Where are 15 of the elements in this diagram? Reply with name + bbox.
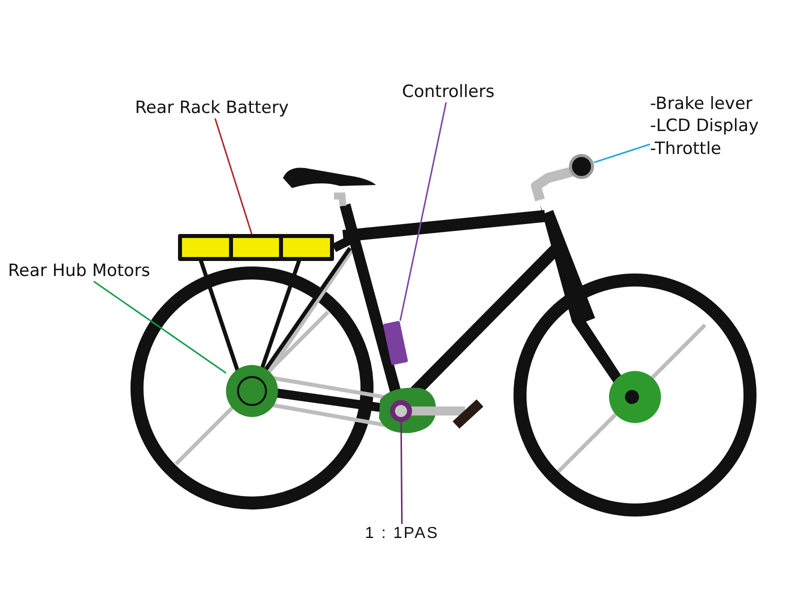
rear-hub-motor: [226, 365, 278, 417]
part-label: -Throttle: [650, 138, 722, 160]
leader-line: [93, 280, 226, 374]
part-label: Controllers: [402, 82, 494, 102]
handlebar-grip: [569, 154, 594, 179]
leader-line: [214, 118, 252, 234]
part-label: -Brake lever: [650, 94, 754, 114]
leader-line: [400, 422, 403, 524]
part-label: 1 : 1PAS: [365, 524, 439, 544]
battery-pack: [178, 234, 334, 261]
part-label: Rear Hub Motors: [8, 261, 150, 282]
part-label: -LCD Display: [650, 116, 759, 137]
leader-line: [399, 102, 447, 321]
part-label: Rear Rack Battery: [135, 98, 289, 118]
leader-line: [594, 144, 650, 164]
